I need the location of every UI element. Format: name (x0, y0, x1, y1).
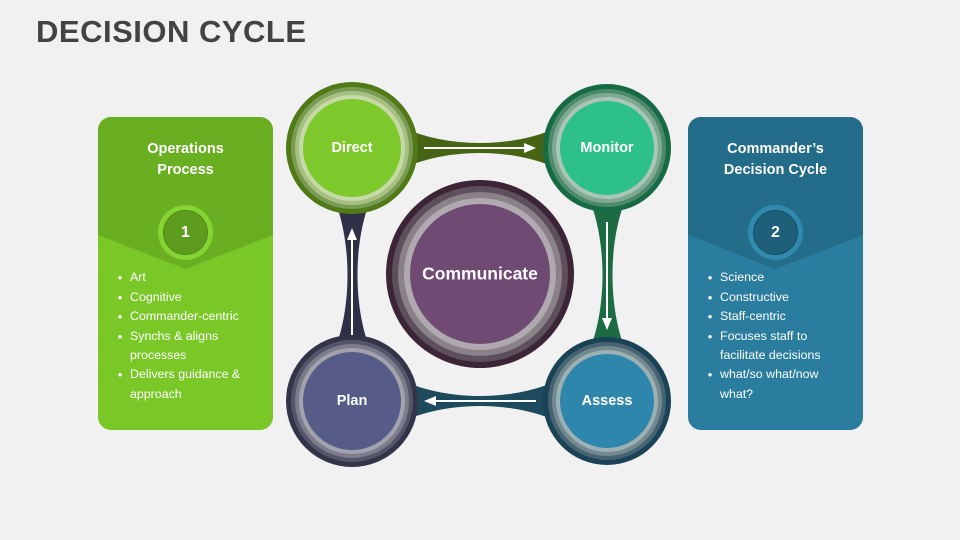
list-item-label: Cognitive (130, 289, 182, 304)
panel-left-badge-number: 1 (163, 210, 208, 255)
panel-left-header-shape (98, 117, 273, 269)
list-item-label: Staff-centric (720, 309, 786, 323)
panel-operations-process[interactable]: Operations Process 1 • Art • Cognitive •… (98, 117, 273, 430)
bullet-dot-icon: • (117, 309, 123, 324)
connector-monitor-to-assess (583, 186, 632, 364)
panel-right-header-shape (688, 117, 863, 269)
list-item-label: what/so what/now what? (720, 367, 819, 401)
list-item: • Science (700, 268, 849, 288)
list-item: • Staff-centric (700, 307, 849, 327)
bullet-dot-icon: • (707, 328, 713, 344)
list-item-label: Commander-centric (130, 309, 239, 323)
list-item: • Synchs & aligns processes (110, 327, 259, 366)
list-item-label: Synchs & aligns processes (130, 328, 219, 362)
node-assess[interactable] (543, 337, 671, 465)
list-item-label: Science (720, 270, 765, 284)
list-item: • Cognitive (110, 288, 259, 308)
bullet-dot-icon: • (117, 289, 123, 305)
node-communicate[interactable] (386, 180, 574, 368)
connector-assess-to-plan (392, 375, 568, 427)
list-item-label: Delivers guidance & approach (130, 367, 241, 401)
node-monitor[interactable] (543, 84, 671, 212)
list-item: • Delivers guidance & approach (110, 365, 259, 404)
bullet-dot-icon: • (707, 309, 713, 324)
panel-right-heading: Commander’s Decision Cycle (688, 139, 863, 181)
bullet-dot-icon: • (117, 367, 123, 383)
bullet-dot-icon: • (707, 270, 713, 285)
panel-right-bullet-list: • Science • Constructive • Staff-centric… (688, 268, 863, 404)
bullet-dot-icon: • (707, 367, 713, 383)
arrowhead-left-icon (424, 396, 436, 406)
panel-left-bullet-list: • Art • Cognitive • Commander-centric • … (98, 268, 273, 404)
bullet-dot-icon: • (117, 270, 123, 285)
panel-left-heading-line2: Process (157, 162, 214, 179)
arrowhead-down-icon (602, 318, 612, 330)
node-plan[interactable] (286, 335, 418, 467)
bullet-dot-icon: • (117, 328, 123, 344)
list-item: • what/so what/now what? (700, 365, 849, 404)
node-direct[interactable] (286, 82, 418, 214)
list-item: • Focuses staff to facilitate decisions (700, 327, 849, 366)
panel-left-heading-line1: Operations (147, 141, 224, 157)
list-item: • Constructive (700, 288, 849, 308)
list-item-label: Constructive (720, 289, 789, 304)
panel-right-heading-line1: Commander’s (727, 141, 824, 157)
panel-left-heading: Operations Process (98, 139, 273, 181)
panel-commanders-decision-cycle[interactable]: Commander’s Decision Cycle 2 • Science •… (688, 117, 863, 430)
page-title: DECISION CYCLE (36, 14, 307, 49)
list-item-label: Art (130, 270, 146, 284)
list-item: • Commander-centric (110, 307, 259, 327)
bullet-dot-icon: • (707, 289, 713, 305)
arrowhead-right-icon (524, 143, 536, 153)
panel-right-heading-line2: Decision Cycle (723, 162, 828, 179)
connector-direct-to-monitor (392, 122, 568, 174)
arrowhead-up-icon (347, 228, 357, 240)
list-item: • Art (110, 268, 259, 288)
panel-right-badge-number: 2 (753, 210, 798, 255)
list-item-label: Focuses staff to facilitate decisions (720, 328, 821, 362)
connector-plan-to-direct (328, 186, 377, 364)
